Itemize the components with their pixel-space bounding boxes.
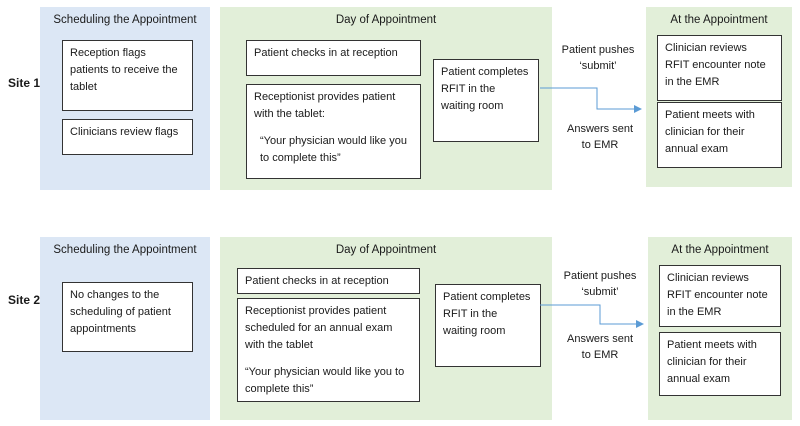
site2-receptionist-text: Receptionist provides patient scheduled …	[245, 305, 393, 351]
site2-patient-meets-box: Patient meets with clinician for their a…	[659, 332, 781, 396]
site2-rfit-text: Patient completes RFIT in the waiting ro…	[443, 291, 531, 337]
site1-checkin-box: Patient checks in at reception	[246, 40, 421, 76]
site1-answers-note: Answers sent to EMR	[566, 123, 634, 151]
site2-at-panel: At the Appointment Clinician reviews RFI…	[648, 237, 792, 420]
site2-scheduling-panel: Scheduling the Appointment No changes to…	[40, 237, 210, 420]
site1-day-title: Day of Appointment	[335, 14, 437, 26]
site1-clinician-reviews-box: Clinician reviews RFIT encounter note in…	[657, 35, 782, 101]
site1-flow-arrow	[540, 87, 642, 113]
site2-checkin-text: Patient checks in at reception	[245, 275, 389, 287]
site2-flow-arrow	[540, 304, 644, 328]
site1-at-panel: At the Appointment Clinician reviews RFI…	[646, 7, 792, 187]
site2-day-panel: Day of Appointment Patient checks in at …	[220, 237, 552, 420]
site1-scheduling-panel: Scheduling the Appointment Reception fla…	[40, 7, 210, 190]
site2-rfit-box: Patient completes RFIT in the waiting ro…	[435, 284, 541, 367]
site2-submit-note: Patient pushes ‘submit’	[563, 270, 637, 298]
site1-label: Site 1	[8, 76, 41, 90]
site2-no-changes-box: No changes to the scheduling of patient …	[62, 282, 193, 352]
site2-scheduling-title: Scheduling the Appointment	[53, 244, 197, 256]
site1-at-title: At the Appointment	[670, 14, 768, 26]
site1-reception-flags-text: Reception flags patients to receive the …	[70, 47, 178, 93]
site1-checkin-text: Patient checks in at reception	[254, 47, 398, 59]
site1-rfit-box: Patient completes RFIT in the waiting ro…	[433, 59, 539, 142]
site1-patient-meets-text: Patient meets with clinician for their a…	[665, 109, 755, 155]
site1-receptionist-text: Receptionist provides patient with the t…	[254, 91, 396, 120]
site2-answers-note: Answers sent to EMR	[566, 333, 634, 361]
site2-clinician-reviews-box: Clinician reviews RFIT encounter note in…	[659, 265, 781, 327]
site2-no-changes-text: No changes to the scheduling of patient …	[70, 289, 171, 335]
site1-scheduling-title: Scheduling the Appointment	[53, 14, 197, 26]
site2-day-title: Day of Appointment	[335, 244, 437, 256]
site1-day-panel: Day of Appointment Patient checks in at …	[220, 7, 552, 190]
site2-receptionist-box: Receptionist provides patient scheduled …	[237, 298, 420, 402]
site2-patient-meets-text: Patient meets with clinician for their a…	[667, 339, 757, 385]
site2-quote-text: “Your physician would like you to comple…	[245, 366, 405, 395]
site1-receptionist-box: Receptionist provides patient with the t…	[246, 84, 421, 179]
site1-quote-text: “Your physician would like you to comple…	[260, 135, 407, 164]
site1-rfit-text: Patient completes RFIT in the waiting ro…	[441, 66, 529, 112]
site1-reception-flags-box: Reception flags patients to receive the …	[62, 40, 193, 111]
site1-patient-meets-box: Patient meets with clinician for their a…	[657, 102, 782, 168]
site2-clinician-reviews-text: Clinician reviews RFIT encounter note in…	[667, 272, 768, 318]
site1-clinician-reviews-text: Clinician reviews RFIT encounter note in…	[665, 42, 766, 88]
site1-submit-note: Patient pushes ‘submit’	[561, 44, 635, 72]
site2-label: Site 2	[8, 293, 41, 307]
site2-checkin-box: Patient checks in at reception	[237, 268, 420, 294]
site2-at-title: At the Appointment	[671, 244, 769, 256]
site1-clinicians-review-box: Clinicians review flags	[62, 119, 193, 155]
site1-clinicians-review-text: Clinicians review flags	[70, 126, 179, 138]
